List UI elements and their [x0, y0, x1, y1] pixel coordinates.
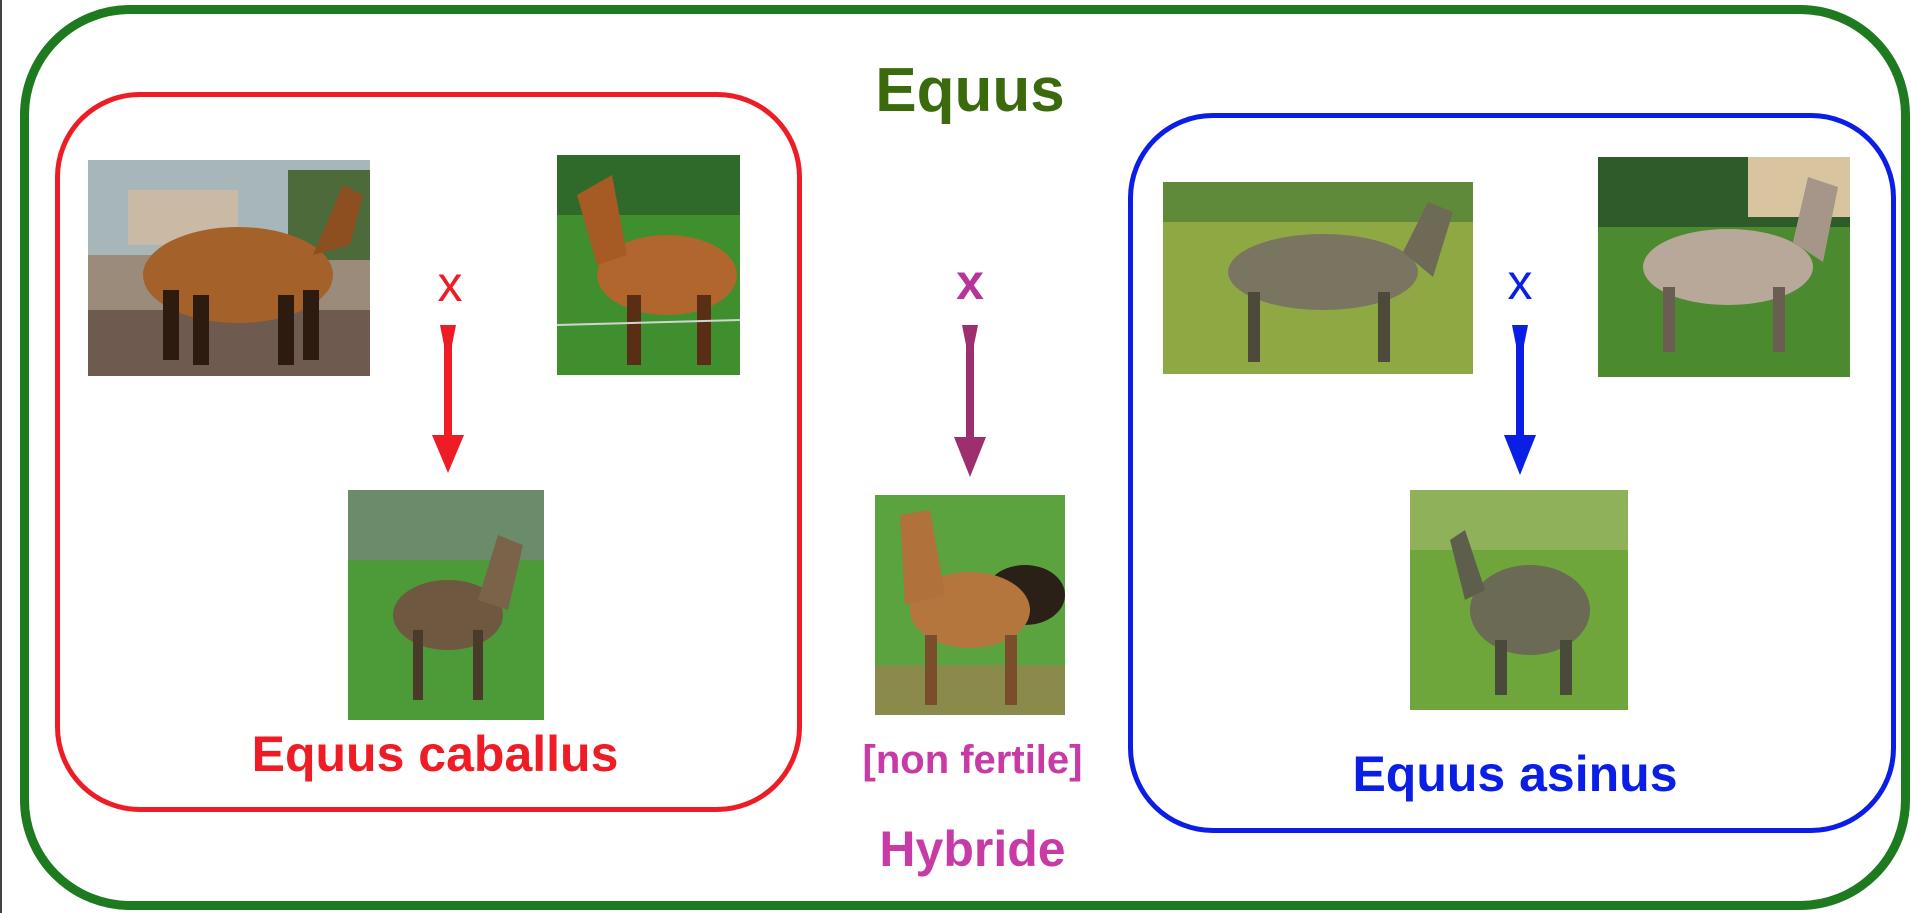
donkey-descent-arrow: [1500, 325, 1540, 477]
genus-equus-container: [20, 5, 1910, 910]
horse-parent-1-photo: [88, 160, 370, 376]
donkey-cross-symbol: x: [1507, 254, 1533, 310]
horse-foal-photo: [348, 490, 544, 720]
donkey-foal-photo: [1410, 490, 1628, 710]
donkey-parent-2-photo: [1598, 157, 1850, 377]
species-group-donkey: [1128, 113, 1896, 833]
mule-photo: [875, 495, 1065, 715]
donkey-parent-1-photo: [1163, 182, 1473, 374]
genus-title: Equus: [875, 56, 1065, 125]
horse-cross-symbol: x: [437, 256, 463, 312]
hybrid-label: Hybride: [879, 821, 1066, 877]
horse-parent-2-photo: [557, 155, 740, 375]
species-label-horse: Equus caballus: [251, 726, 619, 782]
slide-edge-rule: [0, 0, 2, 913]
hybrid-fertility-label: [non fertile]: [862, 738, 1083, 782]
species-group-horse: [55, 92, 802, 812]
species-label-donkey: Equus asinus: [1352, 746, 1678, 802]
hybrid-descent-arrow: [950, 325, 990, 480]
hybrid-cross-symbol: x: [956, 254, 984, 310]
horse-descent-arrow: [428, 325, 468, 475]
